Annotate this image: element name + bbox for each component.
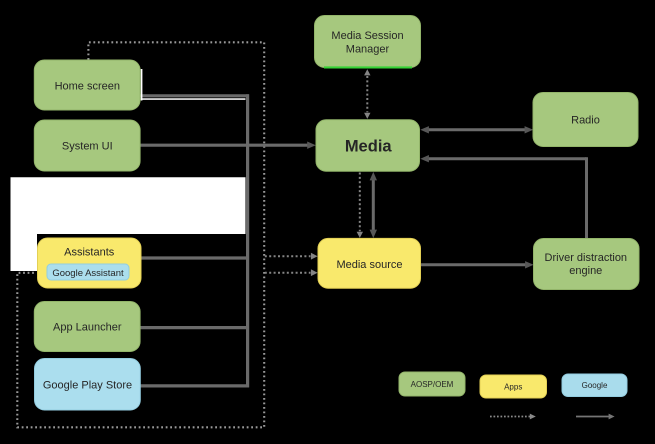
svg-text:App Launcher: App Launcher (53, 321, 122, 333)
svg-text:Apps: Apps (504, 382, 522, 391)
svg-text:Google Assistant: Google Assistant (52, 268, 124, 279)
svg-text:Media Session: Media Session (331, 30, 403, 42)
svg-text:Radio: Radio (571, 114, 600, 126)
svg-text:Manager: Manager (346, 44, 390, 56)
svg-text:Media source: Media source (336, 259, 402, 271)
svg-text:System UI: System UI (62, 141, 113, 153)
svg-text:Assistants: Assistants (64, 246, 115, 258)
svg-text:engine: engine (569, 265, 602, 277)
svg-text:Google Play Store: Google Play Store (43, 379, 132, 391)
svg-text:AOSP/OEM: AOSP/OEM (411, 380, 454, 389)
svg-text:Driver distraction: Driver distraction (545, 252, 628, 264)
svg-text:Home screen: Home screen (55, 81, 120, 93)
svg-text:Media: Media (345, 138, 393, 156)
svg-text:Google: Google (582, 381, 608, 390)
